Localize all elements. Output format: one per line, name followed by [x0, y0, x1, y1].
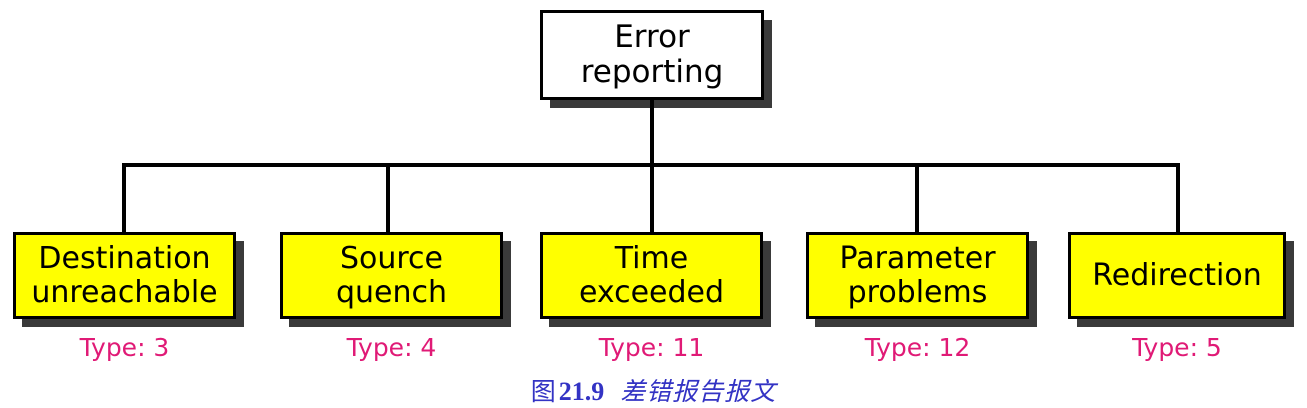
- leaf-node-time-exceeded: Time exceeded: [540, 232, 763, 319]
- type-label-2: Type: 4: [346, 333, 437, 362]
- leaf-node-parameter-problems: Parameter problems: [806, 232, 1029, 319]
- connector-drop-3: [650, 163, 654, 233]
- type-label-1: Type: 3: [79, 333, 170, 362]
- leaf-node-label-5: Redirection: [1092, 257, 1262, 293]
- root-node-label: Error reporting: [580, 19, 724, 90]
- connector-drop-2: [386, 163, 390, 233]
- leaf-node-source-quench: Source quench: [280, 232, 503, 319]
- leaf-node-label-1: Destination unreachable: [31, 240, 218, 310]
- type-label-3: Type: 11: [598, 333, 705, 362]
- type-label-4: Type: 12: [864, 333, 971, 362]
- figure-caption-word: 图: [530, 377, 556, 406]
- leaf-node-destination-unreachable: Destination unreachable: [13, 232, 236, 319]
- connector-root-stem: [650, 100, 654, 167]
- leaf-node-redirection: Redirection: [1068, 232, 1286, 319]
- root-node-error-reporting: Error reporting: [540, 10, 764, 100]
- figure-caption-text: 差错报告报文: [620, 377, 777, 406]
- connector-drop-1: [122, 163, 126, 233]
- figure-caption-number: 21.9: [558, 377, 605, 406]
- type-label-5: Type: 5: [1132, 333, 1222, 362]
- connector-drop-5: [1176, 163, 1180, 233]
- leaf-node-label-2: Source quench: [335, 240, 448, 310]
- connector-drop-4: [915, 163, 919, 233]
- leaf-node-label-4: Parameter problems: [839, 240, 996, 310]
- leaf-node-label-3: Time exceeded: [578, 240, 725, 310]
